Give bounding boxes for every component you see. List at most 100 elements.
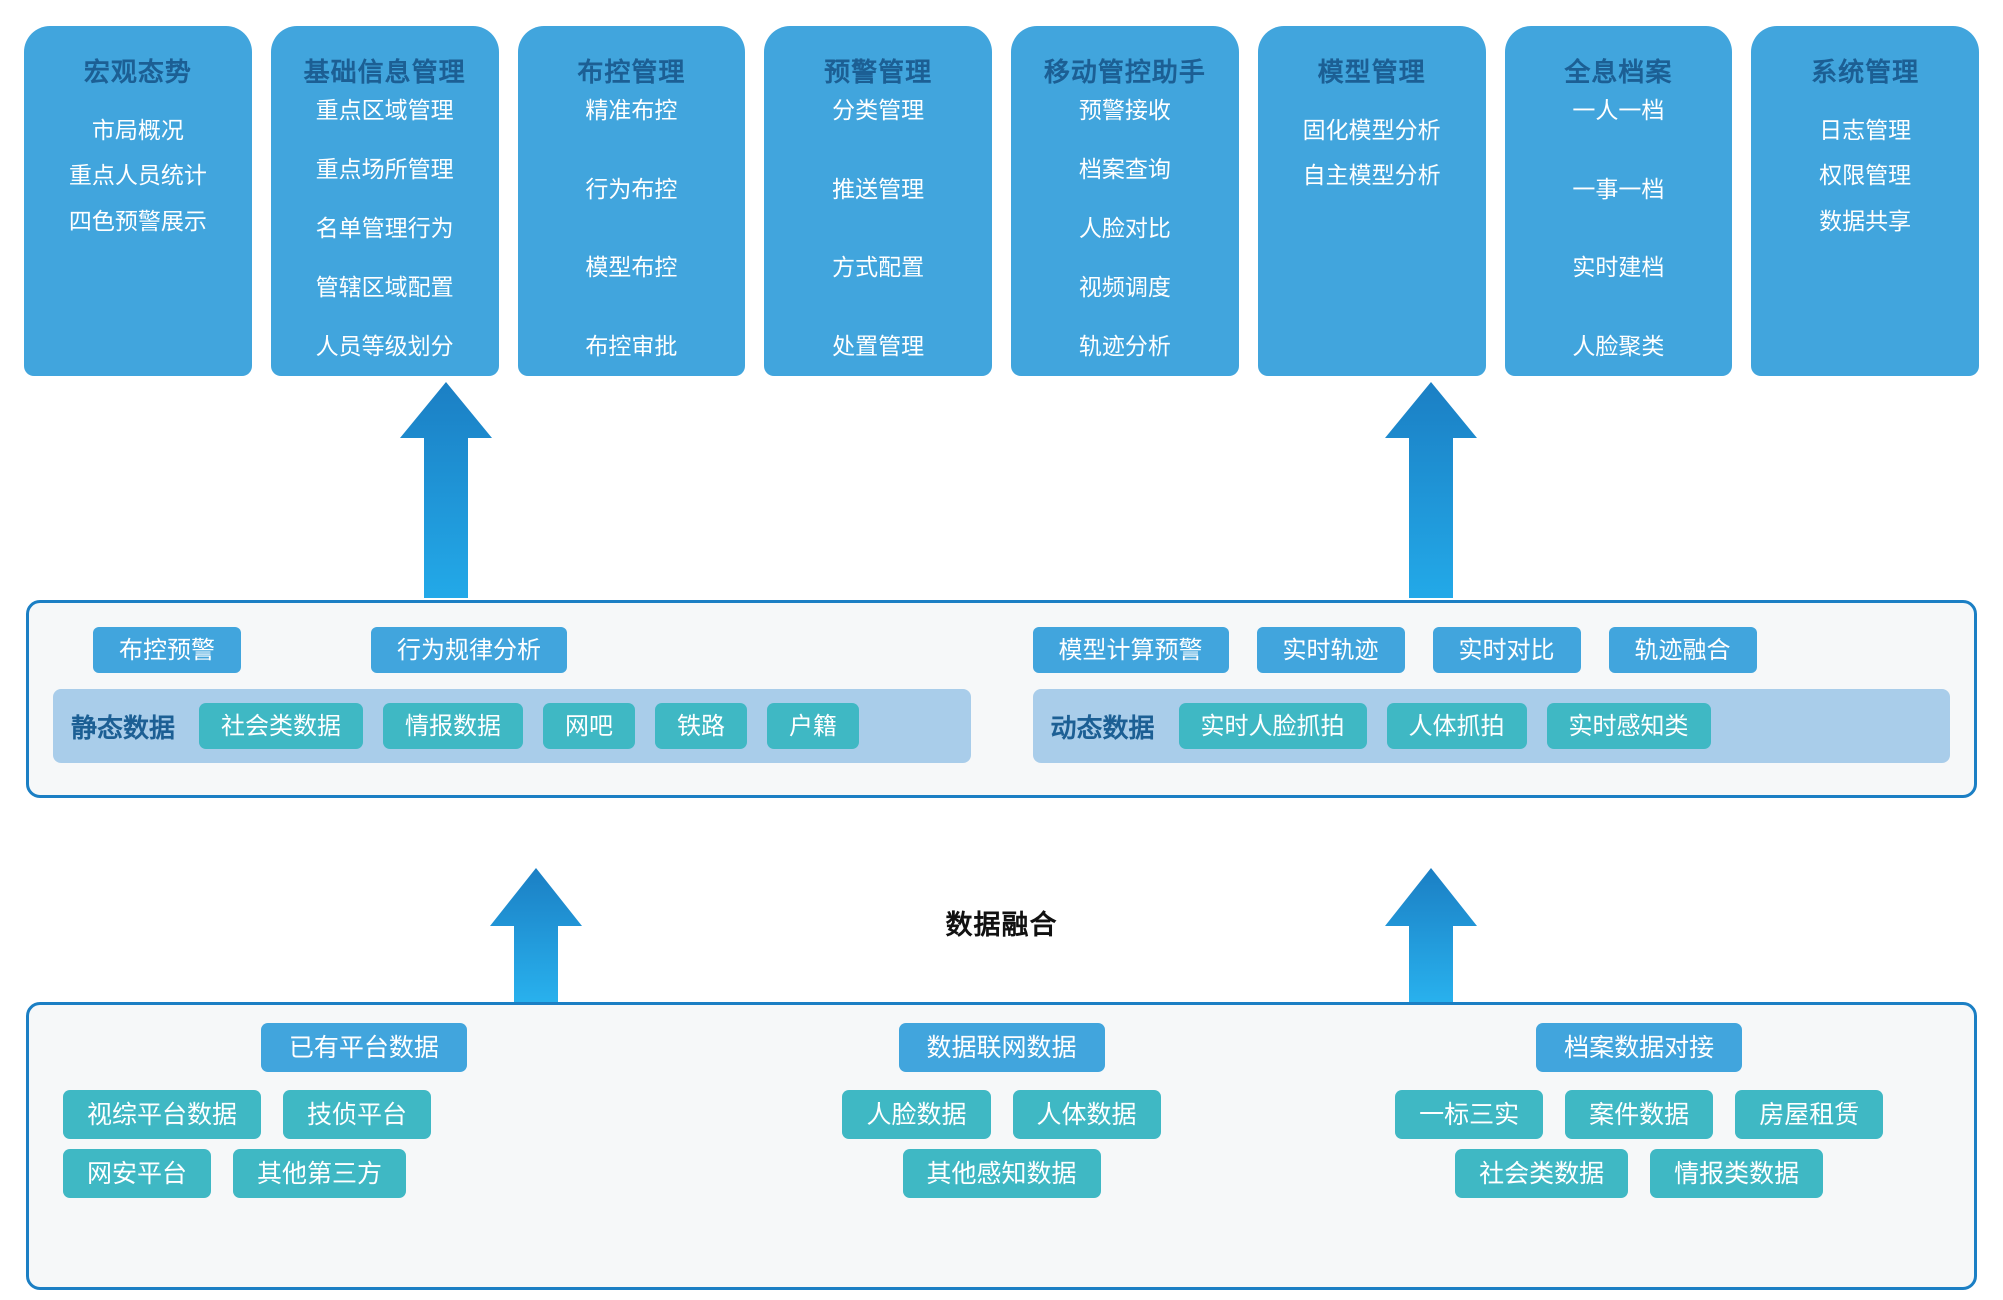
module-item[interactable]: 人脸对比 bbox=[1078, 215, 1171, 242]
module-item[interactable]: 分类管理 bbox=[832, 98, 925, 124]
module-item[interactable]: 重点区域管理 bbox=[315, 98, 454, 124]
module-item[interactable]: 处置管理 bbox=[832, 333, 925, 360]
source-chip[interactable]: 人脸数据 bbox=[842, 1090, 991, 1139]
capability-chip[interactable]: 实时轨迹 bbox=[1256, 627, 1405, 673]
module-item[interactable]: 人员等级划分 bbox=[315, 333, 454, 360]
module-item[interactable]: 一事一档 bbox=[1572, 176, 1665, 203]
dynamic-data-chip[interactable]: 实时感知类 bbox=[1546, 703, 1711, 749]
module-item-list: 精准布控行为布控模型布控布控审批 bbox=[524, 98, 740, 360]
source-chip[interactable]: 其他第三方 bbox=[233, 1149, 407, 1198]
module-item[interactable]: 重点人员统计 bbox=[68, 163, 207, 190]
module-item[interactable]: 轨迹分析 bbox=[1078, 333, 1171, 360]
dynamic-data-chip[interactable]: 实时人脸抓拍 bbox=[1178, 703, 1367, 749]
module-item[interactable]: 四色预警展示 bbox=[68, 208, 207, 235]
module-item[interactable]: 档案查询 bbox=[1078, 156, 1171, 183]
source-chip-row: 其他感知数据 bbox=[683, 1149, 1321, 1198]
module-card[interactable]: 模型管理固化模型分析自主模型分析 bbox=[1257, 26, 1486, 376]
static-data-column: 布控预警 行为规律分析 静态数据 社会类数据 情报数据 网吧 铁路 户籍 bbox=[53, 625, 971, 773]
source-chip-row: 人脸数据人体数据 bbox=[683, 1090, 1321, 1139]
module-card[interactable]: 系统管理日志管理权限管理数据共享 bbox=[1751, 26, 1979, 376]
module-item[interactable]: 布控审批 bbox=[585, 333, 678, 360]
source-chip[interactable]: 其他感知数据 bbox=[902, 1149, 1101, 1198]
module-item[interactable]: 固化模型分析 bbox=[1302, 118, 1441, 144]
module-item-list: 分类管理推送管理方式配置处置管理 bbox=[770, 98, 986, 360]
module-card[interactable]: 宏观态势市局概况重点人员统计四色预警展示 bbox=[24, 26, 252, 376]
module-item[interactable]: 市局概况 bbox=[91, 118, 184, 144]
static-data-chip[interactable]: 铁路 bbox=[655, 703, 748, 749]
source-chip[interactable]: 情报类数据 bbox=[1650, 1149, 1824, 1198]
source-chip[interactable]: 视综平台数据 bbox=[63, 1090, 262, 1139]
static-data-strip: 静态数据 社会类数据 情报数据 网吧 铁路 户籍 bbox=[53, 689, 971, 763]
source-chip-row: 社会类数据情报类数据 bbox=[1320, 1149, 1958, 1198]
module-item[interactable]: 行为布控 bbox=[585, 176, 678, 203]
module-card[interactable]: 移动管控助手预警接收档案查询人脸对比视频调度轨迹分析 bbox=[1011, 26, 1239, 376]
module-item[interactable]: 模型布控 bbox=[585, 255, 678, 282]
module-item[interactable]: 自主模型分析 bbox=[1302, 163, 1441, 190]
module-item-list: 一人一档一事一档实时建档人脸聚类 bbox=[1511, 98, 1727, 360]
module-item[interactable]: 一人一档 bbox=[1572, 98, 1665, 124]
data-fusion-caption: 数据融合 bbox=[945, 910, 1058, 941]
source-chip-rows: 视综平台数据技侦平台网安平台其他第三方 bbox=[45, 1090, 683, 1208]
module-item[interactable]: 推送管理 bbox=[832, 176, 925, 203]
module-item-list: 重点区域管理重点场所管理名单管理行为管辖区域配置人员等级划分 bbox=[277, 98, 493, 360]
data-fusion-band: 布控预警 行为规律分析 静态数据 社会类数据 情报数据 网吧 铁路 户籍 模型计… bbox=[26, 600, 1977, 798]
module-title: 移动管控助手 bbox=[1043, 58, 1206, 88]
module-card[interactable]: 基础信息管理重点区域管理重点场所管理名单管理行为管辖区域配置人员等级划分 bbox=[270, 26, 499, 376]
module-item[interactable]: 精准布控 bbox=[585, 98, 678, 124]
module-title: 宏观态势 bbox=[83, 58, 192, 88]
static-data-chip[interactable]: 网吧 bbox=[543, 703, 636, 749]
static-capability-row: 布控预警 行为规律分析 bbox=[53, 625, 971, 675]
module-item[interactable]: 视频调度 bbox=[1078, 274, 1171, 301]
module-item[interactable]: 权限管理 bbox=[1819, 163, 1912, 190]
source-chip[interactable]: 房屋租赁 bbox=[1735, 1090, 1884, 1139]
dynamic-data-chip[interactable]: 人体抓拍 bbox=[1386, 703, 1527, 749]
capability-chip[interactable]: 行为规律分析 bbox=[371, 627, 567, 673]
source-chip[interactable]: 社会类数据 bbox=[1455, 1149, 1629, 1198]
module-card-row: 宏观态势市局概况重点人员统计四色预警展示基础信息管理重点区域管理重点场所管理名单… bbox=[24, 26, 1979, 376]
module-card[interactable]: 全息档案一人一档一事一档实时建档人脸聚类 bbox=[1504, 26, 1733, 376]
module-item[interactable]: 预警接收 bbox=[1078, 98, 1171, 124]
source-group: 数据联网数据人脸数据人体数据其他感知数据 bbox=[683, 1023, 1321, 1269]
module-title: 布控管理 bbox=[577, 58, 686, 88]
module-title: 全息档案 bbox=[1564, 58, 1673, 88]
dynamic-capability-row: 模型计算预警 实时轨迹 实时对比 轨迹融合 bbox=[1032, 625, 1951, 675]
module-card[interactable]: 预警管理分类管理推送管理方式配置处置管理 bbox=[764, 26, 992, 376]
module-item-list: 固化模型分析自主模型分析 bbox=[1264, 99, 1480, 360]
module-item[interactable]: 方式配置 bbox=[832, 255, 925, 282]
module-item[interactable]: 名单管理行为 bbox=[315, 215, 454, 242]
source-chip-row: 网安平台其他第三方 bbox=[45, 1149, 683, 1198]
static-data-chip[interactable]: 户籍 bbox=[767, 703, 860, 749]
source-chip-rows: 人脸数据人体数据其他感知数据 bbox=[683, 1090, 1321, 1208]
source-group-header[interactable]: 已有平台数据 bbox=[260, 1023, 467, 1072]
data-sources-panel: 已有平台数据视综平台数据技侦平台网安平台其他第三方数据联网数据人脸数据人体数据其… bbox=[26, 1002, 1977, 1290]
module-item[interactable]: 管辖区域配置 bbox=[315, 274, 454, 301]
module-card[interactable]: 布控管理精准布控行为布控模型布控布控审批 bbox=[517, 26, 746, 376]
static-data-label: 静态数据 bbox=[71, 713, 176, 744]
capability-chip[interactable]: 轨迹融合 bbox=[1608, 627, 1757, 673]
module-item[interactable]: 数据共享 bbox=[1819, 208, 1912, 235]
module-item[interactable]: 日志管理 bbox=[1819, 118, 1912, 144]
module-title: 预警管理 bbox=[824, 58, 933, 88]
source-chip[interactable]: 案件数据 bbox=[1565, 1090, 1714, 1139]
module-item-list: 预警接收档案查询人脸对比视频调度轨迹分析 bbox=[1017, 98, 1233, 360]
source-chip[interactable]: 技侦平台 bbox=[283, 1090, 432, 1139]
source-group: 档案数据对接一标三实案件数据房屋租赁社会类数据情报类数据 bbox=[1320, 1023, 1958, 1269]
module-item[interactable]: 实时建档 bbox=[1572, 255, 1665, 282]
source-group-header[interactable]: 数据联网数据 bbox=[898, 1023, 1105, 1072]
source-group-header[interactable]: 档案数据对接 bbox=[1536, 1023, 1743, 1072]
source-chip[interactable]: 网安平台 bbox=[63, 1149, 212, 1198]
capability-chip[interactable]: 布控预警 bbox=[93, 627, 241, 673]
module-title: 系统管理 bbox=[1811, 58, 1920, 88]
source-chip-rows: 一标三实案件数据房屋租赁社会类数据情报类数据 bbox=[1320, 1090, 1958, 1208]
capability-chip[interactable]: 模型计算预警 bbox=[1032, 627, 1229, 673]
module-item[interactable]: 人脸聚类 bbox=[1572, 333, 1665, 360]
static-data-chip[interactable]: 情报数据 bbox=[383, 703, 524, 749]
module-item[interactable]: 重点场所管理 bbox=[315, 156, 454, 183]
capability-chip[interactable]: 实时对比 bbox=[1432, 627, 1581, 673]
source-chip[interactable]: 人体数据 bbox=[1012, 1090, 1161, 1139]
source-chip[interactable]: 一标三实 bbox=[1395, 1090, 1544, 1139]
source-chip-row: 视综平台数据技侦平台 bbox=[45, 1090, 683, 1139]
module-title: 模型管理 bbox=[1317, 58, 1426, 88]
static-data-chip[interactable]: 社会类数据 bbox=[199, 703, 364, 749]
